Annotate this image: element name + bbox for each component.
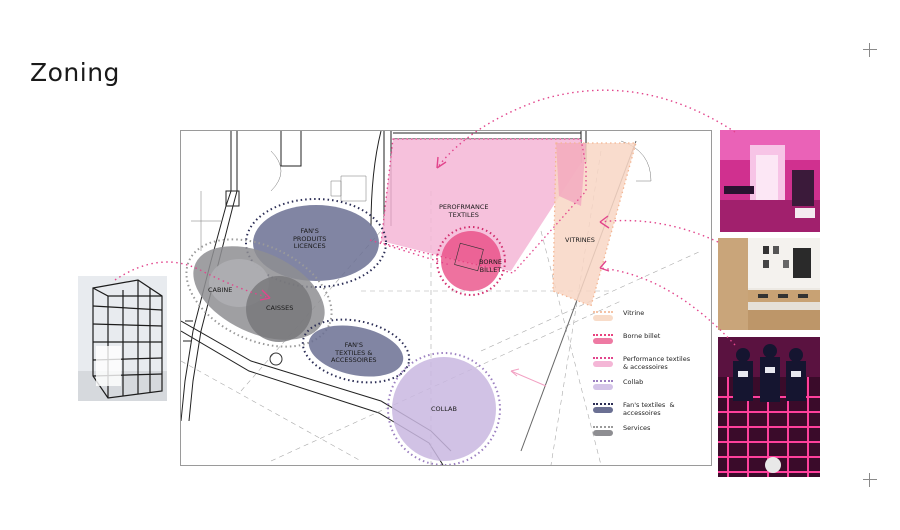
- zone-label-performance: PEROFRMANCE TEXTILES: [439, 203, 489, 219]
- legend-item-fans: Fan's textiles & accessoires: [593, 401, 708, 424]
- legend-item-borne: Borne billet: [593, 332, 708, 355]
- legend-item-collab: Collab: [593, 378, 708, 401]
- zone-label-caisses: CAISSES: [266, 304, 294, 312]
- legend-item-performance: Performance textiles & accessoires: [593, 355, 708, 378]
- zone-label-vitrines: VITRINES: [565, 236, 595, 244]
- shoe-shelves-image: [718, 238, 820, 330]
- legend: Vitrine Borne billet Performance textile…: [593, 309, 708, 447]
- zone-label-cabine: CABINE: [208, 286, 233, 294]
- legend-item-services: Services: [593, 424, 708, 447]
- legend-item-vitrine: Vitrine: [593, 309, 708, 332]
- store-structure-image: [78, 276, 167, 401]
- mannequin-display-image: [718, 337, 820, 477]
- zone-label-fans-produits: FAN'S PRODUITS LICENCES: [293, 227, 327, 250]
- floor-plan-drawing: [181, 131, 702, 465]
- zone-label-fans-textiles: FAN'S TEXTILES & ACCESSOIRES: [331, 341, 377, 364]
- zone-label-collab: COLLAB: [431, 405, 457, 413]
- neon-boutique-image: [720, 130, 820, 232]
- crosshair-mark-top: [863, 43, 877, 57]
- crosshair-mark-bottom: [863, 473, 877, 487]
- zone-label-borne: BORNE BILLET: [479, 258, 502, 274]
- floor-plan: PEROFRMANCE TEXTILES BORNE BILLET VITRIN…: [180, 130, 712, 466]
- page-title: Zoning: [30, 58, 120, 87]
